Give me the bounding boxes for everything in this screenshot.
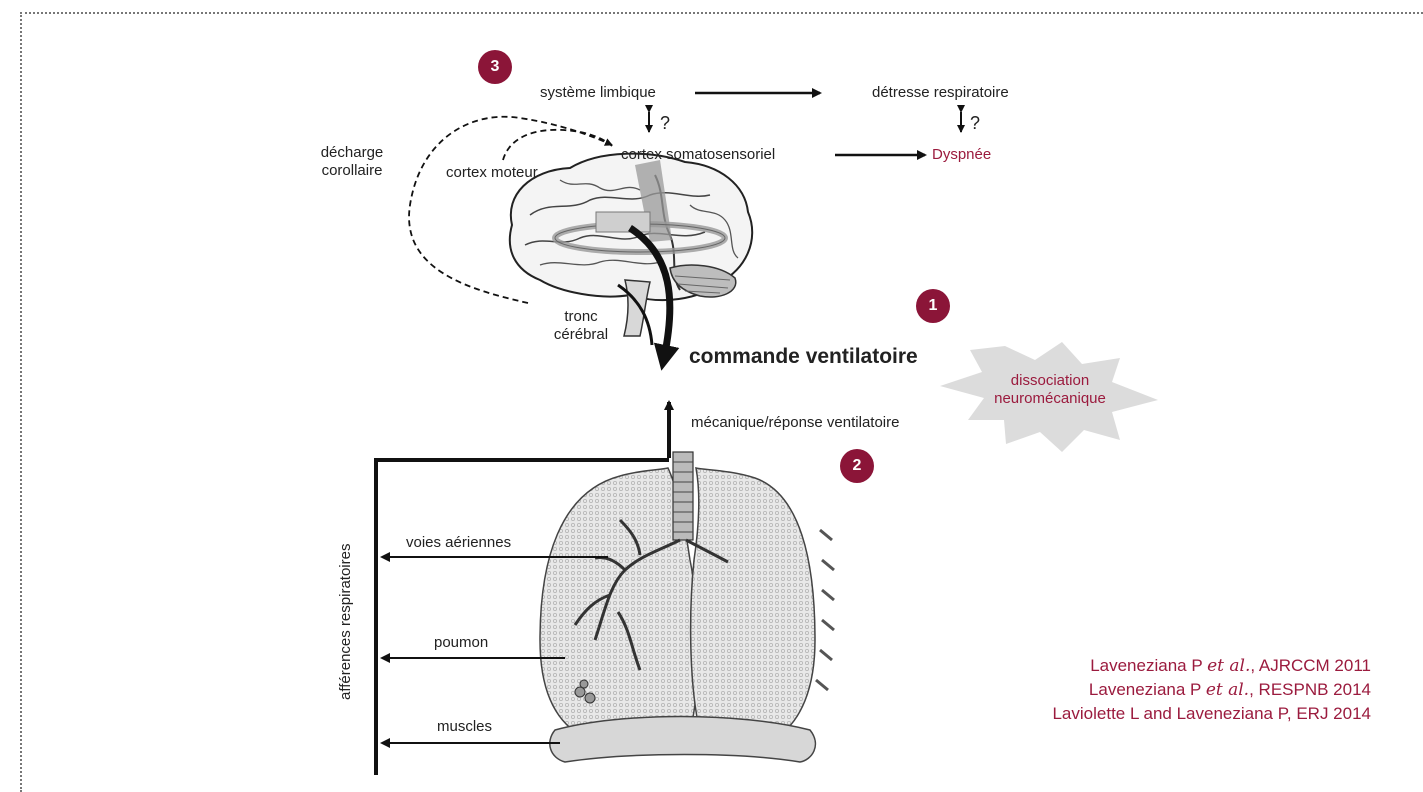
label-decharge-line1: décharge xyxy=(307,144,397,162)
reference-2-author: Laveneziana P xyxy=(1089,680,1201,699)
label-decharge-corollaire: décharge corollaire xyxy=(307,144,397,180)
lungs-illustration xyxy=(540,452,834,762)
references-block: Laveneziana P et al., AJRCCM 2011 Lavene… xyxy=(1052,654,1371,726)
label-dissociation-line2: neuromécanique xyxy=(985,390,1115,408)
label-cortex-somatosensoriel: cortex somatosensoriel xyxy=(621,146,775,164)
label-question-2: ? xyxy=(970,114,980,132)
reference-2-etal: et al. xyxy=(1206,680,1249,700)
reference-1-source: , AJRCCM 2011 xyxy=(1250,656,1371,675)
label-muscles: muscles xyxy=(437,718,492,736)
label-mecanique-reponse: mécanique/réponse ventilatoire xyxy=(691,414,899,432)
badge-1: 1 xyxy=(916,289,950,323)
label-question-1: ? xyxy=(660,114,670,132)
label-detresse-respiratoire: détresse respiratoire xyxy=(872,84,1009,102)
badge-3: 3 xyxy=(478,50,512,84)
reference-1-etal: et al. xyxy=(1207,656,1250,676)
reference-2: Laveneziana P et al., RESPNB 2014 xyxy=(1052,678,1371,702)
reference-1-author: Laveneziana P xyxy=(1090,656,1202,675)
label-poumon: poumon xyxy=(434,634,488,652)
reference-2-source: , RESPNB 2014 xyxy=(1249,680,1371,699)
label-tronc-line1: tronc xyxy=(545,308,617,326)
label-decharge-line2: corollaire xyxy=(307,162,397,180)
label-tronc-cerebral: tronc cérébral xyxy=(545,308,617,344)
label-dyspnee: Dyspnée xyxy=(932,146,991,164)
badge-2: 2 xyxy=(840,449,874,483)
label-tronc-line2: cérébral xyxy=(545,326,617,344)
label-dissociation-line1: dissociation xyxy=(985,372,1115,390)
label-dissociation-neuromecanique: dissociation neuromécanique xyxy=(985,372,1115,408)
label-voies-aeriennes: voies aériennes xyxy=(406,534,511,552)
label-systeme-limbique: système limbique xyxy=(540,84,656,102)
label-commande-ventilatoire: commande ventilatoire xyxy=(689,348,918,366)
label-afferences-respiratoires: afférences respiratoires xyxy=(337,544,354,700)
label-cortex-moteur: cortex moteur xyxy=(446,164,538,182)
dashed-motor-cortex-arrow xyxy=(503,130,612,160)
reference-3: Laviolette L and Laveneziana P, ERJ 2014 xyxy=(1052,702,1371,726)
reference-1: Laveneziana P et al., AJRCCM 2011 xyxy=(1052,654,1371,678)
